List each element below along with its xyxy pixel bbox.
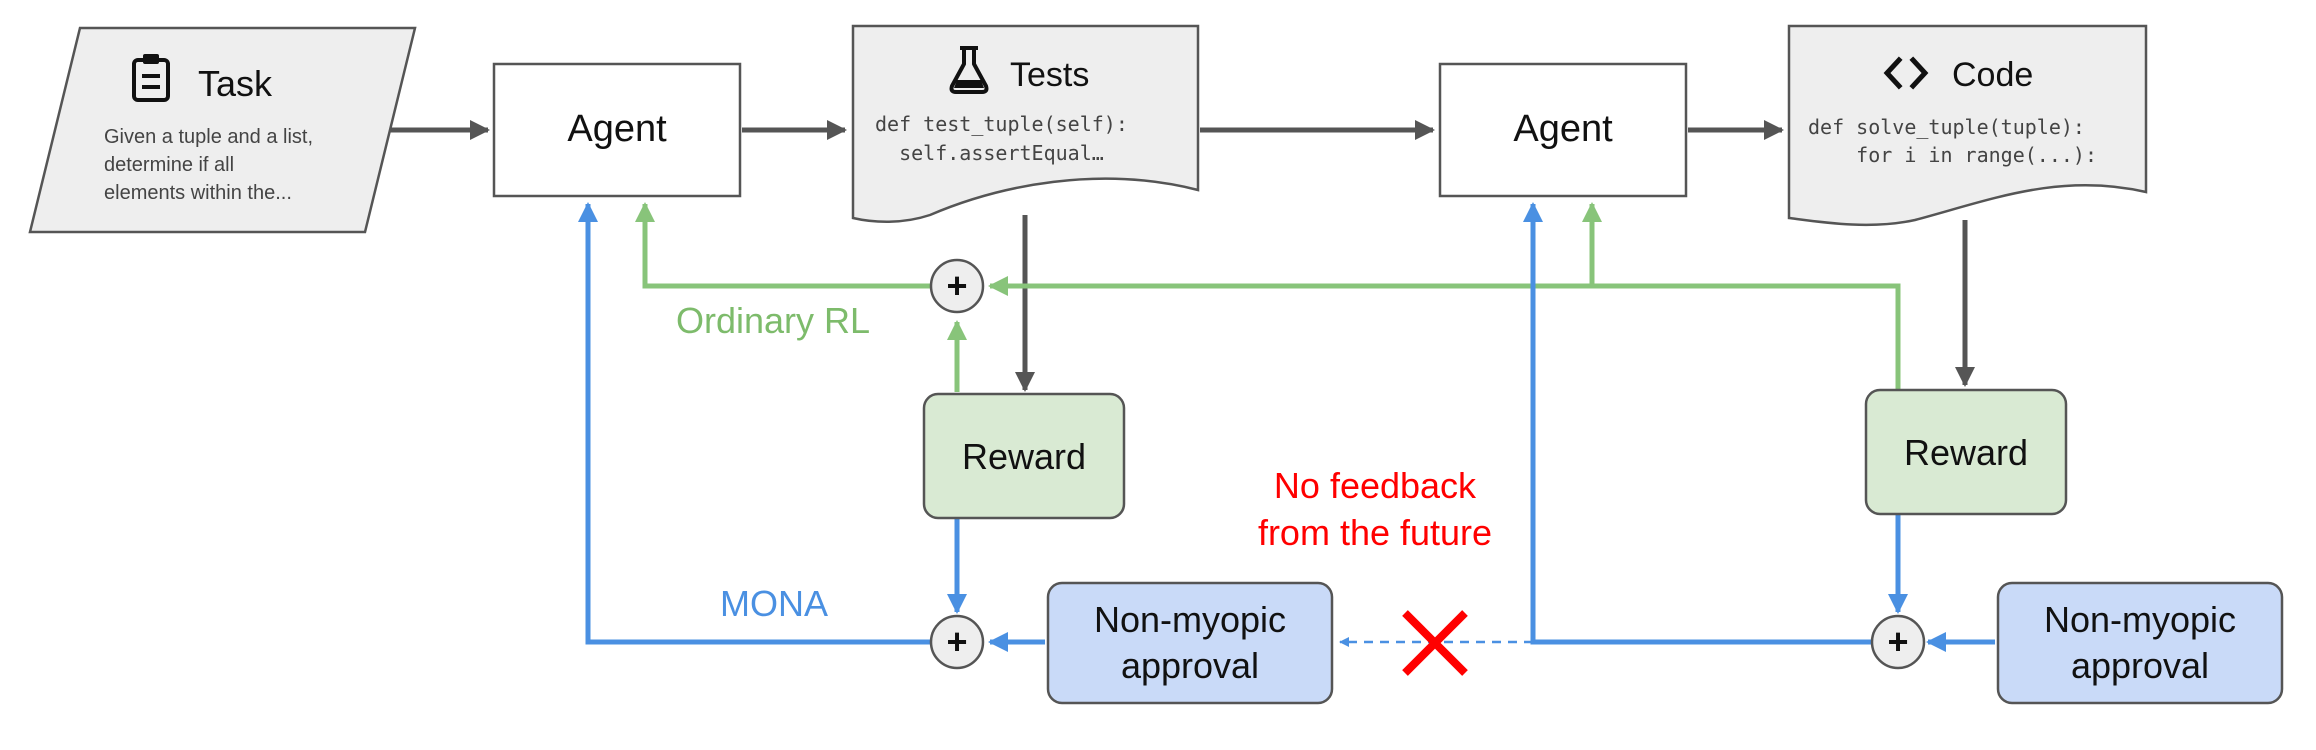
main-flow-arrows (388, 120, 1975, 392)
ordinary-rl-arrows (635, 202, 1901, 392)
task-node: Task Given a tuple and a list, determine… (28, 26, 417, 234)
tests-title: Tests (1010, 56, 1089, 94)
reward-node-1: Reward (922, 392, 1126, 520)
approval-1-line-2: approval (1121, 645, 1259, 686)
code-node: Code def solve_tuple(tuple): for i in ra… (1787, 24, 2148, 227)
agent-node-1: Agent (492, 62, 742, 198)
tests-node: Tests def test_tuple(self): self.assertE… (851, 24, 1200, 223)
ordinary-rl-label: Ordinary RL (676, 300, 870, 341)
code-line-1: def solve_tuple(tuple): (1808, 115, 2085, 139)
plus-sign: + (1887, 621, 1908, 662)
task-desc-line-2: determine if all (104, 154, 234, 176)
plus-junction-blue-1: + (929, 614, 985, 670)
flask-icon (949, 46, 989, 94)
blocked-x-icon (1402, 610, 1468, 676)
approval-2-line-1: Non-myopic (2044, 599, 2236, 640)
plus-junction-green: + (929, 258, 985, 314)
task-desc-line-1: Given a tuple and a list, (104, 126, 313, 148)
green-reward2-to-plus (988, 276, 1901, 390)
code-brackets-icon (1883, 56, 1929, 90)
approval-node-2: Non-myopic approval (1996, 581, 2284, 705)
reward-1-label: Reward (962, 436, 1086, 477)
code-line-2: for i in range(...): (1808, 143, 2097, 167)
reward-2-label: Reward (1904, 432, 2028, 473)
no-feedback-line-2: from the future (1258, 512, 1492, 553)
mona-arrows (578, 202, 1995, 652)
blue-plus2-to-agent2 (1523, 202, 1872, 645)
mona-label: MONA (720, 583, 828, 624)
task-desc-line-3: elements within the... (104, 182, 292, 204)
plus-junction-blue-2: + (1870, 614, 1926, 670)
code-title: Code (1952, 56, 2033, 94)
agent-2-label: Agent (1513, 108, 1613, 150)
green-plus-to-agent1 (635, 202, 930, 289)
approval-1-line-1: Non-myopic (1094, 599, 1286, 640)
tests-code-line-1: def test_tuple(self): (875, 112, 1128, 136)
agent-node-2: Agent (1438, 62, 1688, 198)
task-title: Task (198, 63, 273, 104)
reward-node-2: Reward (1864, 388, 2068, 516)
plus-sign: + (946, 621, 967, 662)
agent-1-label: Agent (567, 108, 667, 150)
approval-2-line-2: approval (2071, 645, 2209, 686)
tests-code-line-2: self.assertEqual… (875, 141, 1104, 165)
no-feedback-line-1: No feedback (1274, 465, 1477, 506)
clipboard-icon (132, 54, 170, 102)
approval-node-1: Non-myopic approval (1046, 581, 1334, 705)
blue-plus-to-agent1 (578, 202, 930, 645)
plus-sign: + (946, 265, 967, 306)
